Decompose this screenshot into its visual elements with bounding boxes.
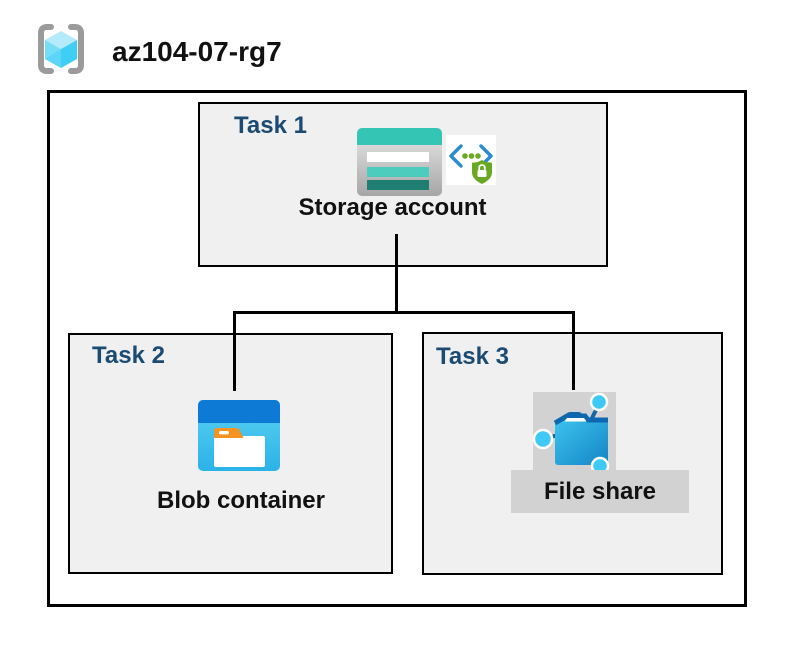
file-share-icon [533, 392, 610, 474]
task1-label: Task 1 [234, 112, 307, 139]
connector-to-blob-container [233, 311, 236, 391]
file-share-label: File share [543, 477, 657, 505]
connector-to-file-share [572, 311, 575, 390]
task3-label: Task 3 [436, 343, 509, 370]
blob-container-label: Blob container [156, 487, 325, 514]
storage-account-icon [357, 128, 442, 196]
task2-label: Task 2 [92, 342, 165, 369]
resource-group-icon [38, 24, 84, 74]
secure-access-icon [446, 135, 496, 185]
task1-box: Task 1 Storage account [198, 102, 608, 267]
connector-branch-horizontal [233, 311, 575, 314]
storage-account-label: Storage account [298, 194, 487, 221]
file-share-label-chip: File share [511, 470, 689, 513]
task2-box: Task 2 Blob container [68, 333, 393, 574]
resource-group-name: az104-07-rg7 [112, 36, 282, 67]
blob-container-icon [198, 400, 280, 471]
connector-storage-stem [395, 234, 398, 314]
task3-box: Task 3 File share [422, 332, 723, 575]
